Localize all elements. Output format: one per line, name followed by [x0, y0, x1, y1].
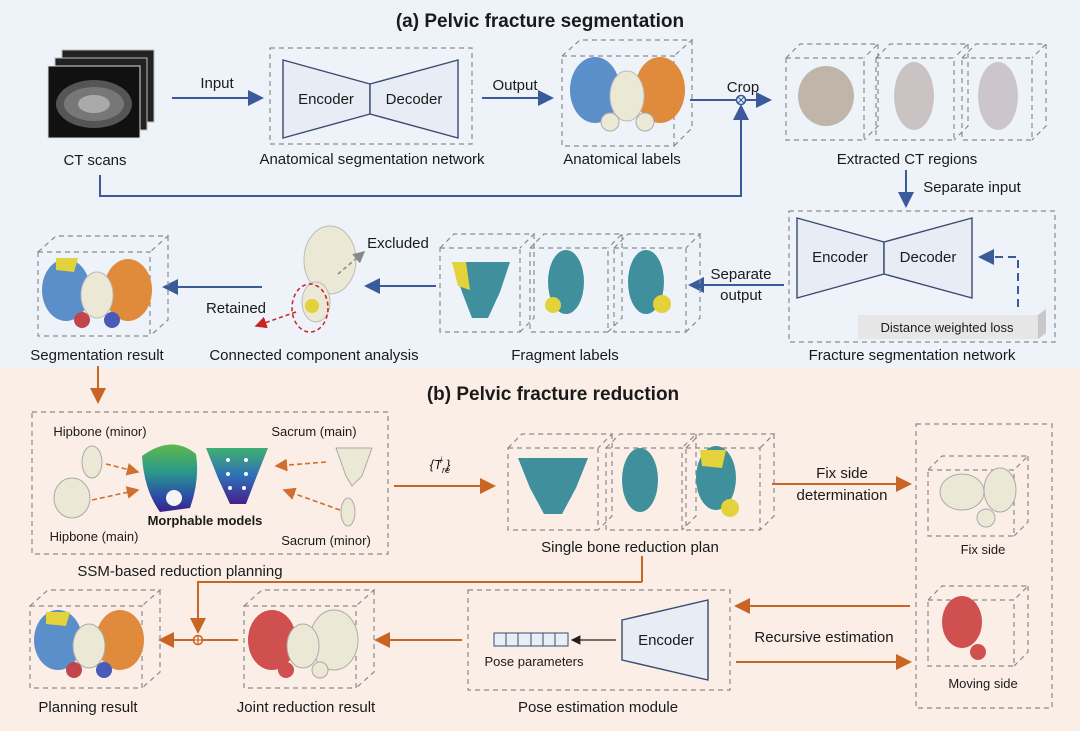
fix-side-cube [927, 455, 1030, 537]
pose-encoder-block [621, 599, 709, 681]
pose-parameters-label: Pose parameters [485, 654, 584, 669]
decoder-label: Decoder [386, 91, 443, 108]
recursive-estimation-label: Recursive estimation [754, 629, 893, 646]
fix-side-det-label-2: determination [797, 487, 888, 504]
fracture-decoder-label: Decoder [900, 249, 957, 266]
joint-result-cube [243, 589, 376, 689]
hipbone-main-label: Hipbone (main) [50, 529, 139, 544]
fracture-decoder-block [883, 217, 973, 299]
moving-side-cube [927, 585, 1030, 667]
retained-label: Retained [206, 300, 266, 317]
sides-box [915, 423, 1053, 709]
output-label: Output [492, 77, 538, 94]
separate-input-label: Separate input [923, 179, 1021, 196]
extracted-ct-regions [785, 43, 1048, 141]
fix-side-det-label-1: Fix side [816, 465, 868, 482]
anatomical-labels-cube [561, 39, 694, 147]
fracture-encoder-label: Encoder [812, 249, 868, 266]
pose-module-box [467, 589, 731, 691]
separate-output-label-1: Separate [711, 266, 772, 283]
distance-loss-label: Distance weighted loss [881, 320, 1014, 335]
distance-loss-block [858, 309, 1046, 339]
ct-scans-stack [47, 49, 155, 139]
anatomical-network-label: Anatomical segmentation network [259, 151, 485, 168]
moving-side-label: Moving side [948, 676, 1017, 691]
panel-b-background [0, 368, 1080, 731]
panel-a-background [0, 0, 1080, 368]
pose-encoder-label: Encoder [638, 632, 694, 649]
excluded-arrow [337, 251, 366, 275]
extracted-ct-label: Extracted CT regions [837, 151, 978, 168]
input-label: Input [200, 75, 234, 92]
pose-module-label: Pose estimation module [518, 699, 678, 716]
fragment-labels-label: Fragment labels [511, 347, 619, 364]
retained-arrow [254, 311, 297, 329]
section-b-title: (b) Pelvic fracture reduction [427, 384, 679, 405]
anatomical-labels-label: Anatomical labels [563, 151, 681, 168]
pose-vector [493, 632, 569, 647]
loss-feedback-arrow [978, 249, 1019, 307]
section-a-title: (a) Pelvic fracture segmentation [396, 11, 684, 32]
plan-to-merge-arrow [190, 581, 642, 634]
cca-label: Connected component analysis [209, 347, 418, 364]
separate-output-label-2: output [720, 287, 763, 304]
segmentation-result-label: Segmentation result [30, 347, 164, 364]
joint-result-label: Joint reduction result [237, 699, 376, 716]
segmentation-result-cube [37, 235, 170, 337]
single-bone-plan-label: Single bone reduction plan [541, 539, 719, 556]
ssm-planning-box [31, 411, 389, 555]
fragment-labels [439, 233, 702, 333]
ct-to-crop-arrow [99, 104, 749, 197]
fracture-network-label: Fracture segmentation network [809, 347, 1016, 364]
planning-result-label: Planning result [38, 699, 138, 716]
connected-component-bone [291, 225, 357, 333]
crop-label: Crop [727, 79, 760, 96]
morphable-hipbone-model [142, 444, 198, 512]
morphable-sacrum-model [206, 448, 268, 504]
ct-scans-label: CT scans [63, 152, 126, 169]
single-bone-plan-cubes [507, 433, 776, 531]
sacrum-minor-label: Sacrum (minor) [281, 533, 371, 548]
transform-symbol: {Trei} [430, 455, 451, 475]
fix-side-label: Fix side [961, 542, 1006, 557]
excluded-label: Excluded [367, 235, 429, 252]
ssm-planning-label: SSM-based reduction planning [77, 563, 282, 580]
anatomical-network-box [269, 47, 473, 145]
morphable-models-label: Morphable models [148, 513, 263, 528]
planning-result-cube [29, 589, 162, 689]
encoder-label: Encoder [298, 91, 354, 108]
decoder-block [369, 59, 459, 139]
sacrum-main-label: Sacrum (main) [271, 424, 356, 439]
hipbone-minor-label: Hipbone (minor) [53, 424, 146, 439]
ssm-input-bones [53, 445, 373, 527]
